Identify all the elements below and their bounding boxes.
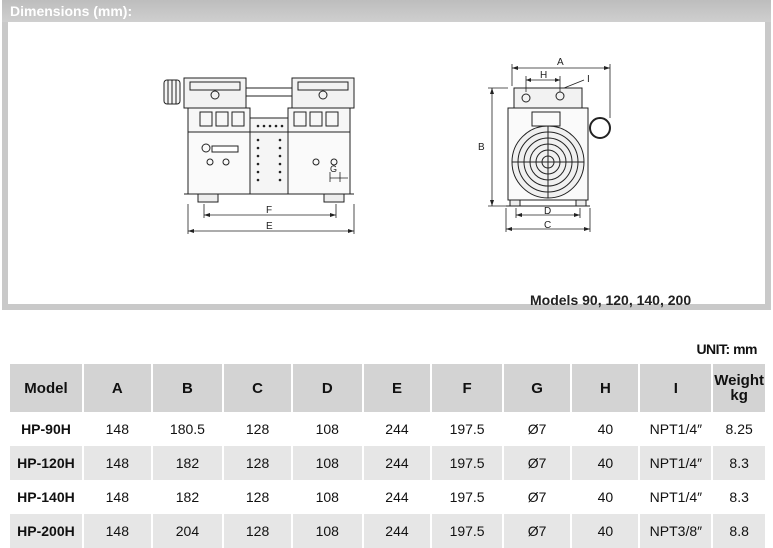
- cell-d: 108: [291, 446, 364, 480]
- cell-d: 108: [291, 480, 364, 514]
- cell-g: Ø7: [502, 446, 573, 480]
- cell-g: Ø7: [502, 514, 573, 548]
- cell-g: Ø7: [502, 480, 573, 514]
- side-view-drawing: [488, 64, 611, 232]
- col-header-a: A: [82, 364, 153, 412]
- dim-label-d: D: [544, 206, 551, 217]
- cell-i: NPT1/4″: [639, 412, 714, 446]
- col-header-model: Model: [10, 364, 84, 412]
- dim-label-f: F: [266, 205, 272, 216]
- cell-h: 40: [571, 412, 641, 446]
- dim-label-h: H: [540, 70, 547, 81]
- cell-c: 128: [223, 446, 293, 480]
- cell-a: 148: [82, 480, 153, 514]
- cell-weight: 8.3: [712, 480, 765, 514]
- dimensions-panel: Dimensions (mm):: [2, 0, 771, 310]
- cell-g: Ø7: [502, 412, 573, 446]
- table-row: HP-90H 148 180.5 128 108 244 197.5 Ø7 40…: [10, 412, 765, 446]
- cell-c: 128: [223, 480, 293, 514]
- cell-e: 244: [362, 412, 433, 446]
- col-header-b: B: [151, 364, 225, 412]
- cell-model: HP-200H: [10, 514, 84, 548]
- col-header-e: E: [362, 364, 433, 412]
- dim-label-i: I: [587, 74, 590, 85]
- col-header-g: G: [502, 364, 573, 412]
- panel-header: Dimensions (mm):: [2, 0, 771, 22]
- models-caption: Models 90, 120, 140, 200: [530, 292, 692, 308]
- cell-c: 128: [223, 514, 293, 548]
- cell-f: 197.5: [431, 480, 504, 514]
- cell-f: 197.5: [431, 446, 504, 480]
- cell-c: 128: [223, 412, 293, 446]
- cell-e: 244: [362, 480, 433, 514]
- table-row: HP-120H 148 182 128 108 244 197.5 Ø7 40 …: [10, 446, 765, 480]
- cell-b: 182: [151, 480, 225, 514]
- cell-i: NPT1/4″: [639, 446, 714, 480]
- col-header-i: I: [639, 364, 714, 412]
- cell-weight: 8.8: [712, 514, 765, 548]
- cell-i: NPT3/8″: [639, 514, 714, 548]
- cell-weight: 8.25: [712, 412, 765, 446]
- col-header-f: F: [431, 364, 504, 412]
- cell-a: 148: [82, 412, 153, 446]
- col-header-weight: Weight kg: [712, 364, 765, 412]
- front-view-drawing: [163, 77, 355, 234]
- cell-model: HP-140H: [10, 480, 84, 514]
- col-header-d: D: [291, 364, 364, 412]
- cell-d: 108: [291, 514, 364, 548]
- cell-h: 40: [571, 446, 641, 480]
- unit-label: UNIT: mm: [696, 341, 757, 357]
- cell-b: 182: [151, 446, 225, 480]
- cell-weight: 8.3: [712, 446, 765, 480]
- drawing-area: F E G: [8, 22, 765, 308]
- cell-h: 40: [571, 514, 641, 548]
- cell-a: 148: [82, 446, 153, 480]
- table-header-row: Model A B C D E F G H I Weight kg: [10, 364, 765, 412]
- col-header-c: C: [223, 364, 293, 412]
- cell-a: 148: [82, 514, 153, 548]
- cell-f: 197.5: [431, 412, 504, 446]
- dim-label-e: E: [266, 221, 273, 232]
- cell-i: NPT1/4″: [639, 480, 714, 514]
- cell-f: 197.5: [431, 514, 504, 548]
- cell-h: 40: [571, 480, 641, 514]
- cell-b: 180.5: [151, 412, 225, 446]
- dim-label-g: G: [330, 164, 337, 174]
- cell-d: 108: [291, 412, 364, 446]
- table-row: HP-140H 148 182 128 108 244 197.5 Ø7 40 …: [10, 480, 765, 514]
- dim-label-a: A: [557, 57, 564, 68]
- cell-b: 204: [151, 514, 225, 548]
- technical-drawing: F E G: [163, 57, 611, 234]
- cell-e: 244: [362, 514, 433, 548]
- dim-label-b: B: [478, 142, 485, 153]
- cell-model: HP-120H: [10, 446, 84, 480]
- dim-label-c: C: [544, 220, 551, 231]
- dimensions-table: Model A B C D E F G H I Weight kg HP-90H…: [10, 364, 765, 548]
- col-header-h: H: [571, 364, 641, 412]
- col-header-weight-unit: kg: [730, 387, 748, 404]
- cell-model: HP-90H: [10, 412, 84, 446]
- panel-title: Dimensions (mm):: [10, 3, 133, 19]
- cell-e: 244: [362, 446, 433, 480]
- table-row: HP-200H 148 204 128 108 244 197.5 Ø7 40 …: [10, 514, 765, 548]
- col-header-weight-label: Weight: [714, 372, 764, 389]
